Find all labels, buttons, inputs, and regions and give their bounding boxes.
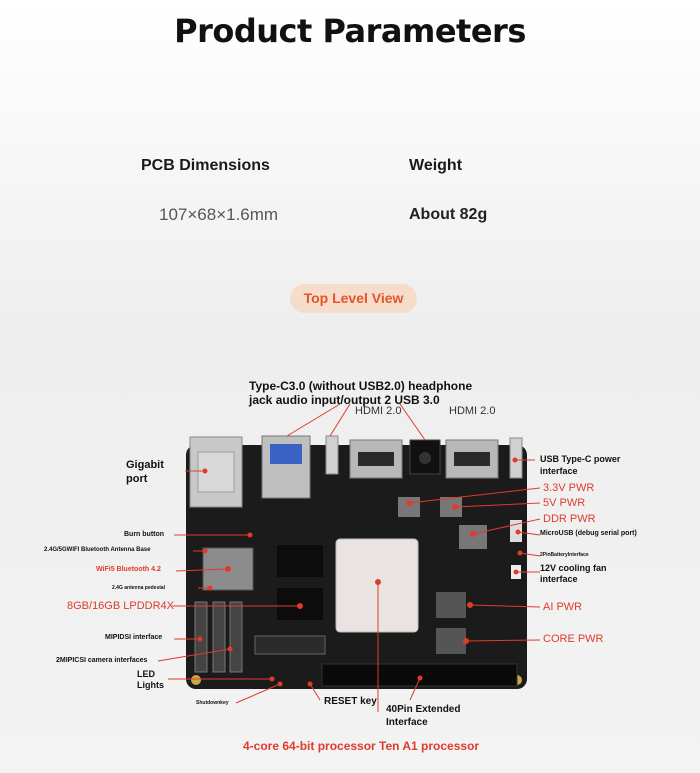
typec-label-line2: jack audio input/output 2 USB 3.0 — [249, 393, 440, 407]
usbc-power-label-line2: interface — [540, 466, 578, 476]
fpc-connector — [254, 635, 326, 655]
weight-value: About 82g — [409, 206, 488, 223]
microusb-label: MicroUSB (debug serial port) — [540, 530, 637, 537]
pwr-5v-label: 5V PWR — [543, 497, 586, 509]
hdmi-label-2: HDMI 2.0 — [449, 405, 496, 417]
mipi-connector — [212, 601, 226, 673]
shutdown-key-label: Shutdownkey — [196, 700, 229, 706]
ddr-pwr-label: DDR PWR — [543, 513, 596, 525]
pwr-33v-label: 3.3V PWR — [543, 482, 595, 494]
inductor — [436, 592, 466, 618]
top-level-view-tag: Top Level View — [290, 284, 417, 313]
led-label-line1: LED — [137, 669, 155, 679]
pcb-dimensions-value: 107×68×1.6mm — [159, 205, 279, 224]
gigabit-label-line2: port — [126, 473, 148, 485]
led-label-line2: Lights — [137, 680, 164, 690]
core-pwr-label: CORE PWR — [543, 633, 604, 645]
antenna-pedestal-label: 2.4G antenna pedestal — [112, 585, 166, 591]
antenna-base-label: 2.4G/5GWIFI Bluetooth Antenna Base — [44, 547, 151, 553]
gigabit-label-line1: Gigabit — [126, 459, 164, 471]
page-title: Product Parameters — [174, 12, 526, 50]
regulator-chip — [440, 497, 462, 517]
processor-label: 4-core 64-bit processor Ten A1 processor — [243, 739, 480, 753]
burn-button-label: Burn button — [124, 531, 165, 538]
wifi-label: WiFi5 Bluetooth 4.2 — [96, 566, 161, 573]
fan-label-line2: interface — [540, 574, 578, 584]
hdmi-label-1: HDMI 2.0 — [355, 405, 402, 417]
fan-label-line1: 12V cooling fan — [540, 563, 607, 573]
ai-pwr-label: AI PWR — [543, 601, 583, 613]
gpio-label-line1: 40Pin Extended — [386, 704, 461, 715]
weight-label: Weight — [409, 157, 463, 174]
typec-label-line1: Type-C3.0 (without USB2.0) headphone — [249, 379, 473, 393]
inductor — [436, 628, 466, 654]
lpddr-label: 8GB/16GB LPDDR4X — [67, 600, 174, 612]
gpio-header — [321, 663, 518, 687]
mipi-csi-label: 2MIPICSI camera interfaces — [56, 657, 148, 664]
mounting-hole — [191, 675, 201, 685]
typec-audio-port — [325, 435, 339, 475]
gpio-label-line2: Interface — [386, 717, 428, 728]
mipi-connector — [229, 601, 243, 673]
processor-chip — [335, 538, 419, 633]
usbc-power-label-line1: USB Type-C power — [540, 454, 621, 464]
pcb-dimensions-label: PCB Dimensions — [141, 157, 270, 174]
battery-label: 2PinBatteryInterface — [540, 552, 589, 558]
lpddr-chip — [277, 545, 323, 577]
mipi-dsi-label: MIPIDSI interface — [105, 634, 163, 641]
reset-key-label: RESET key — [324, 696, 377, 707]
